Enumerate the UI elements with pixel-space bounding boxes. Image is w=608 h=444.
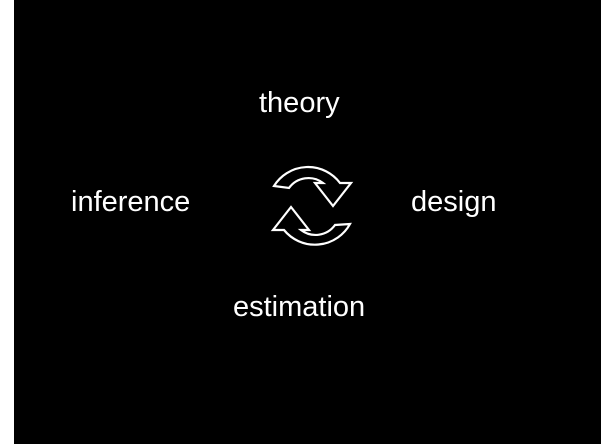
node-inference: inference <box>71 186 191 218</box>
diagram-slide: theory inference design estimation <box>14 0 601 444</box>
node-theory: theory <box>259 87 340 119</box>
cycle-arrows-icon <box>270 165 354 246</box>
node-design: design <box>411 186 497 218</box>
cycle-arrow-top <box>272 165 354 208</box>
node-estimation: estimation <box>233 291 366 323</box>
cycle-arrow-bottom <box>270 205 352 246</box>
